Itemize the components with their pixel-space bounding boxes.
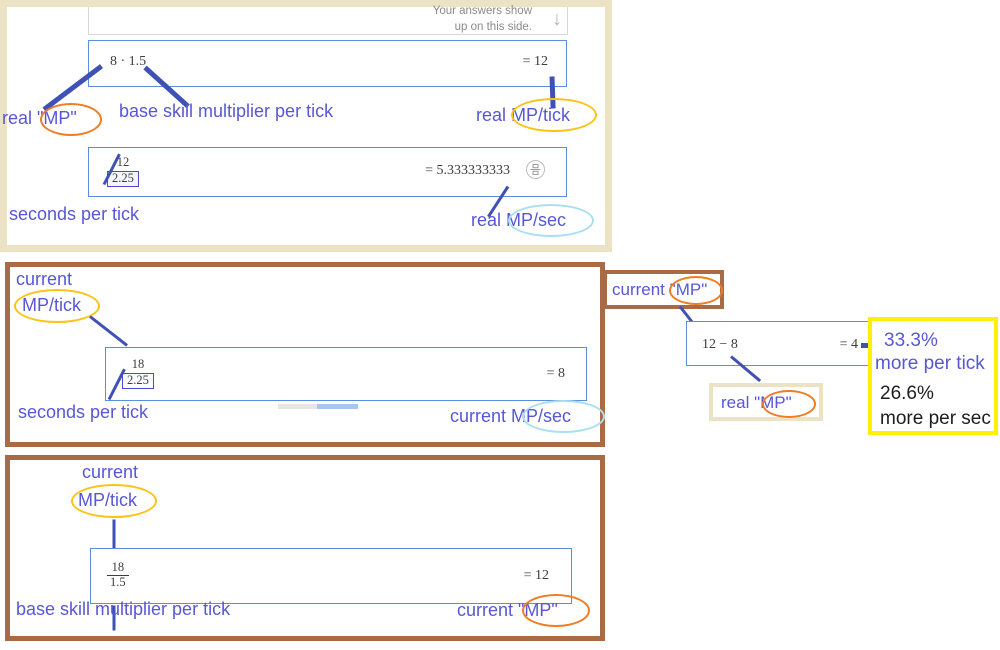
label-current-mp-bl: current "MP" <box>457 600 558 621</box>
divider-vertical-left <box>88 7 89 35</box>
result-real-mp-per-sec: = 5.333333333 <box>425 163 510 178</box>
label-real-mp-sec: real MP/sec <box>471 210 566 231</box>
tag-current-mp-text: current "MP" <box>612 280 707 300</box>
label-current-mp-tick-ml: MP/tick <box>22 295 82 315</box>
panel-real-values: Your answers show up on this side. ↓ 8 ·… <box>0 0 612 252</box>
label-base-skill-multiplier-bl: base skill multiplier per tick <box>16 599 231 619</box>
result-difference: = 4 <box>839 337 858 352</box>
tag-real-mp-text: real "MP" <box>721 393 792 413</box>
fraction-toggle-icon[interactable] <box>526 160 545 179</box>
label-current-mp-term: "MP" <box>518 600 558 620</box>
scrollbar-thumb-ml[interactable] <box>317 404 358 409</box>
answers-hint: Your answers show up on this side. <box>397 4 532 35</box>
label-real-mp-prefix: real <box>2 108 33 128</box>
panel-current-mp-per-sec: current MP/tick 18 2.25 = 8 seconds per … <box>5 262 605 447</box>
result-current-mp: = 12 <box>523 568 549 583</box>
summary-label-per-tick: more per tick <box>875 353 985 374</box>
label-base-skill-multiplier: base skill multiplier per tick <box>119 101 334 121</box>
leader-line-real-mp-tick <box>549 76 556 109</box>
result-real-mp-per-tick: = 12 <box>522 54 548 69</box>
summary-label-per-sec: more per sec <box>880 408 991 429</box>
label-real-mp-tick-term: MP/tick <box>511 105 571 125</box>
summary-box-percent-gain: 33.3% more per tick 26.6% more per sec <box>868 317 998 435</box>
label-real-mp-tick: real MP/tick <box>476 105 570 126</box>
divider-horizontal <box>88 34 568 35</box>
summary-percent-per-tick: 33.3% <box>884 330 938 351</box>
fraction-current-mp: 18 1.5 <box>107 560 129 590</box>
fraction-numerator: 18 <box>111 560 125 574</box>
label-real-mp-term: "MP" <box>37 108 77 128</box>
leader-line-current-mp-tick-ml <box>89 315 128 347</box>
tag-real-mp-term: "MP" <box>754 393 792 412</box>
label-real-mp-sec-term: MP/sec <box>506 210 567 230</box>
label-current-bl-top: current <box>82 462 139 482</box>
fraction-numerator: 12 <box>116 155 130 169</box>
fraction-real-mp-per-sec: 12 2.25 <box>107 155 139 187</box>
label-real-mp-sec-prefix: real <box>471 210 502 230</box>
tag-current-mp-prefix: current <box>612 280 665 299</box>
tag-current-mp-term: "MP" <box>669 280 708 299</box>
result-current-mp-per-sec: = 8 <box>546 366 565 381</box>
label-real-mp-tick-prefix: real <box>476 105 507 125</box>
fraction-denominator[interactable]: 1.5 <box>107 574 129 590</box>
scrollbar-track-ml[interactable] <box>278 404 328 409</box>
expression-difference: 12 − 8 <box>702 337 738 352</box>
calc-row-real-mp-per-tick[interactable]: 8 · 1.5 = 12 <box>88 40 567 87</box>
tag-real-mp-prefix: real <box>721 393 750 412</box>
summary-percent-per-sec: 26.6% <box>880 383 934 404</box>
label-current-mp-prefix: current <box>457 600 514 620</box>
label-current-mp-tick-bl: MP/tick <box>78 490 138 510</box>
calc-row-real-mp-per-sec[interactable]: 12 2.25 = 5.333333333 <box>88 147 567 197</box>
arrow-down-icon: ↓ <box>552 8 562 30</box>
tag-box-real-mp: real "MP" <box>709 383 823 421</box>
fraction-denominator[interactable]: 2.25 <box>107 170 139 187</box>
label-current-ml-top: current <box>16 269 73 289</box>
fraction-denominator[interactable]: 2.25 <box>122 372 154 389</box>
label-seconds-per-tick-top: seconds per tick <box>9 204 140 224</box>
label-current-mp-sec-prefix: current <box>450 406 507 426</box>
calc-row-current-mp[interactable]: 18 1.5 = 12 <box>90 548 572 604</box>
label-seconds-per-tick-ml: seconds per tick <box>18 402 149 422</box>
label-current-mp-sec-term: MP/sec <box>511 406 572 426</box>
calc-row-difference[interactable]: 12 − 8 = 4 <box>686 321 870 366</box>
answers-hint-line1: Your answers show <box>432 5 532 17</box>
calc-row-current-mp-per-sec[interactable]: 18 2.25 = 8 <box>105 347 587 401</box>
label-current-mp-sec-ml: current MP/sec <box>450 406 571 427</box>
label-real-mp: real "MP" <box>2 108 77 129</box>
fraction-current-mp-per-sec: 18 2.25 <box>122 357 154 389</box>
expression-real-mp-per-tick: 8 · 1.5 <box>110 54 147 69</box>
panel-current-mp: current MP/tick 18 1.5 = 12 base skill m… <box>5 455 605 641</box>
answers-hint-line2: up on this side. <box>454 20 532 33</box>
tag-box-current-mp: current "MP" <box>603 270 724 309</box>
divider-vertical-right <box>567 7 568 35</box>
fraction-numerator: 18 <box>131 357 145 371</box>
